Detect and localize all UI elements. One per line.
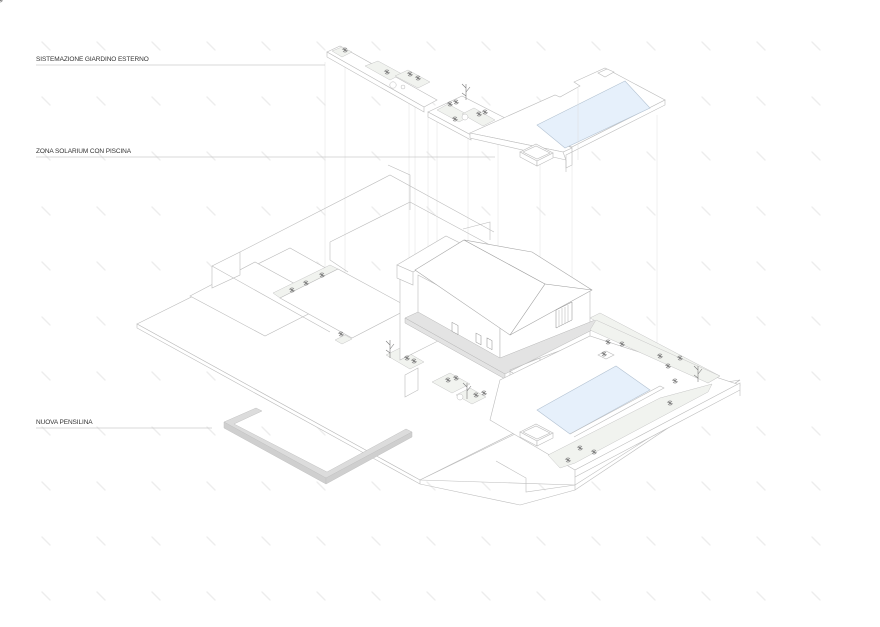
new-canopy-u-shape bbox=[223, 407, 413, 485]
label-zona-solarium: ZONA SOLARIUM CON PISCINA bbox=[36, 148, 132, 155]
watermark-pattern bbox=[41, 41, 821, 601]
label-nuova-pensilina: NUOVA PENSILINA bbox=[36, 419, 93, 426]
exploded-garden-planters bbox=[326, 45, 506, 141]
vegetation-symbols bbox=[0, 0, 703, 464]
courtyard-garden bbox=[272, 264, 487, 405]
leader-lines bbox=[36, 64, 495, 429]
ground-pool-area bbox=[489, 312, 741, 490]
house-with-hip-roof bbox=[396, 221, 601, 388]
label-sistemazione-giardino: SISTEMAZIONE GIARDINO ESTERNO bbox=[36, 56, 149, 63]
exploded-solarium-pool-deck bbox=[469, 67, 666, 172]
